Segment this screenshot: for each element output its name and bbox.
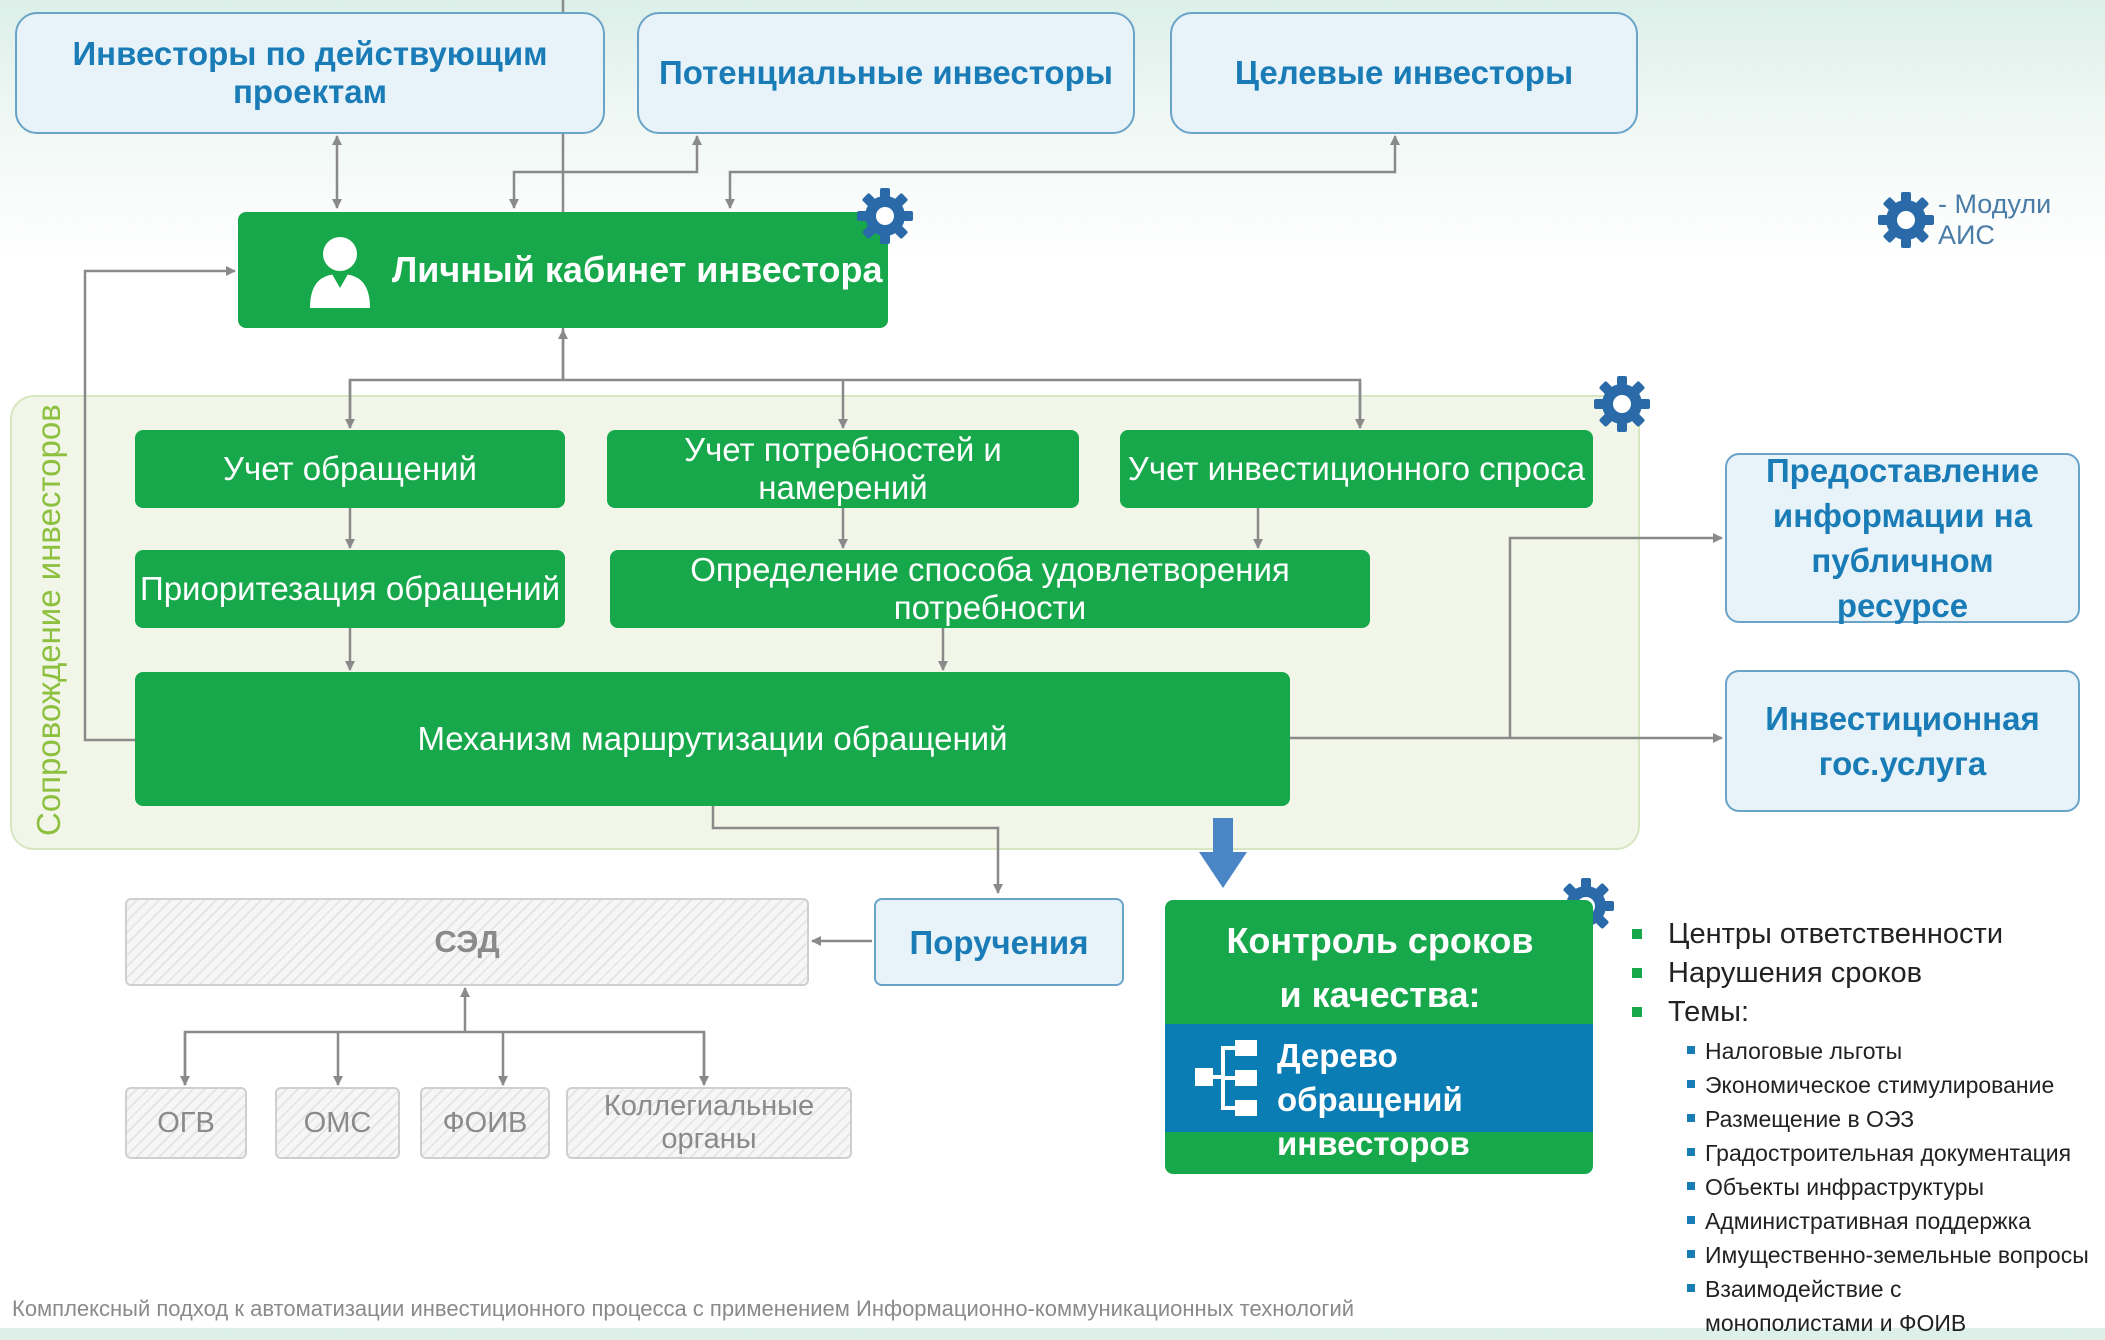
- existing-investors-box[interactable]: Инвесторы по действующим проектам: [15, 12, 605, 134]
- tree-icon: [1195, 1040, 1259, 1116]
- arrow-down-icon: [1199, 818, 1247, 888]
- orders-box[interactable]: Поручения: [874, 898, 1124, 986]
- list-item: Нарушения сроков: [1632, 954, 2102, 993]
- list-item: Размещение в ОЭЗ: [1687, 1102, 2102, 1136]
- gear-icon: [1592, 374, 1652, 434]
- tree-label: Дерево обращений инвесторов: [1277, 1037, 1470, 1162]
- investor-cabinet-label: Личный кабинет инвестора: [392, 249, 883, 290]
- satisfaction-method-box[interactable]: Определение способа удовлетворения потре…: [610, 550, 1370, 628]
- body-ogv[interactable]: ОГВ: [125, 1087, 247, 1159]
- control-title: Контроль сроков и качества:: [1226, 920, 1534, 1015]
- control-list: Центры ответственности Нарушения сроков …: [1632, 915, 2102, 1340]
- list-item: Темы:: [1632, 993, 2102, 1032]
- body-oms[interactable]: ОМС: [275, 1087, 400, 1159]
- sed-box[interactable]: СЭД: [125, 898, 809, 986]
- public-info-box[interactable]: Предоставление информации на публичном р…: [1725, 452, 2080, 624]
- gov-service-box[interactable]: Инвестиционная гос.услуга: [1725, 670, 2080, 812]
- routing-box[interactable]: Механизм маршрутизации обращений: [135, 672, 1290, 806]
- demand-accounting-box[interactable]: Учет инвестиционного спроса: [1120, 430, 1593, 508]
- body-foiv[interactable]: ФОИВ: [420, 1087, 550, 1159]
- appeals-accounting-box[interactable]: Учет обращений: [135, 430, 565, 508]
- list-item: Центры ответственности: [1632, 915, 2102, 954]
- user-icon: [308, 232, 372, 308]
- legend: - Модули АИС: [1876, 189, 2101, 250]
- footer-caption: Комплексный подход к автоматизации инвес…: [12, 1296, 1355, 1321]
- list-item: Налоговые льготы: [1687, 1034, 2102, 1068]
- gear-icon: [1876, 190, 1936, 250]
- list-item: Имущественно-земельные вопросы: [1687, 1238, 2102, 1272]
- list-item: Объекты инфраструктуры: [1687, 1170, 2102, 1204]
- target-investors-box[interactable]: Целевые инвесторы: [1170, 12, 1638, 134]
- list-item: Взаимодействие с монополистами и ФОИВ: [1687, 1272, 2045, 1340]
- list-item: Административная поддержка: [1687, 1204, 2102, 1238]
- potential-investors-box[interactable]: Потенциальные инвесторы: [637, 12, 1135, 134]
- investor-cabinet-box[interactable]: Личный кабинет инвестора: [238, 212, 888, 328]
- needs-accounting-box[interactable]: Учет потребностей и намерений: [607, 430, 1079, 508]
- tree-band[interactable]: Дерево обращений инвесторов: [1165, 1024, 1593, 1162]
- appeals-prioritization-box[interactable]: Приоритезация обращений: [135, 550, 565, 628]
- legend-label: - Модули АИС: [1938, 189, 2052, 250]
- list-item: Градостроительная документация: [1687, 1136, 2102, 1170]
- gear-icon: [855, 186, 915, 246]
- body-collegial[interactable]: Коллегиальные органы: [566, 1087, 852, 1159]
- control-box[interactable]: Контроль сроков и качества: Дерево обращ…: [1165, 900, 1593, 1174]
- list-item: Экономическое стимулирование: [1687, 1068, 2102, 1102]
